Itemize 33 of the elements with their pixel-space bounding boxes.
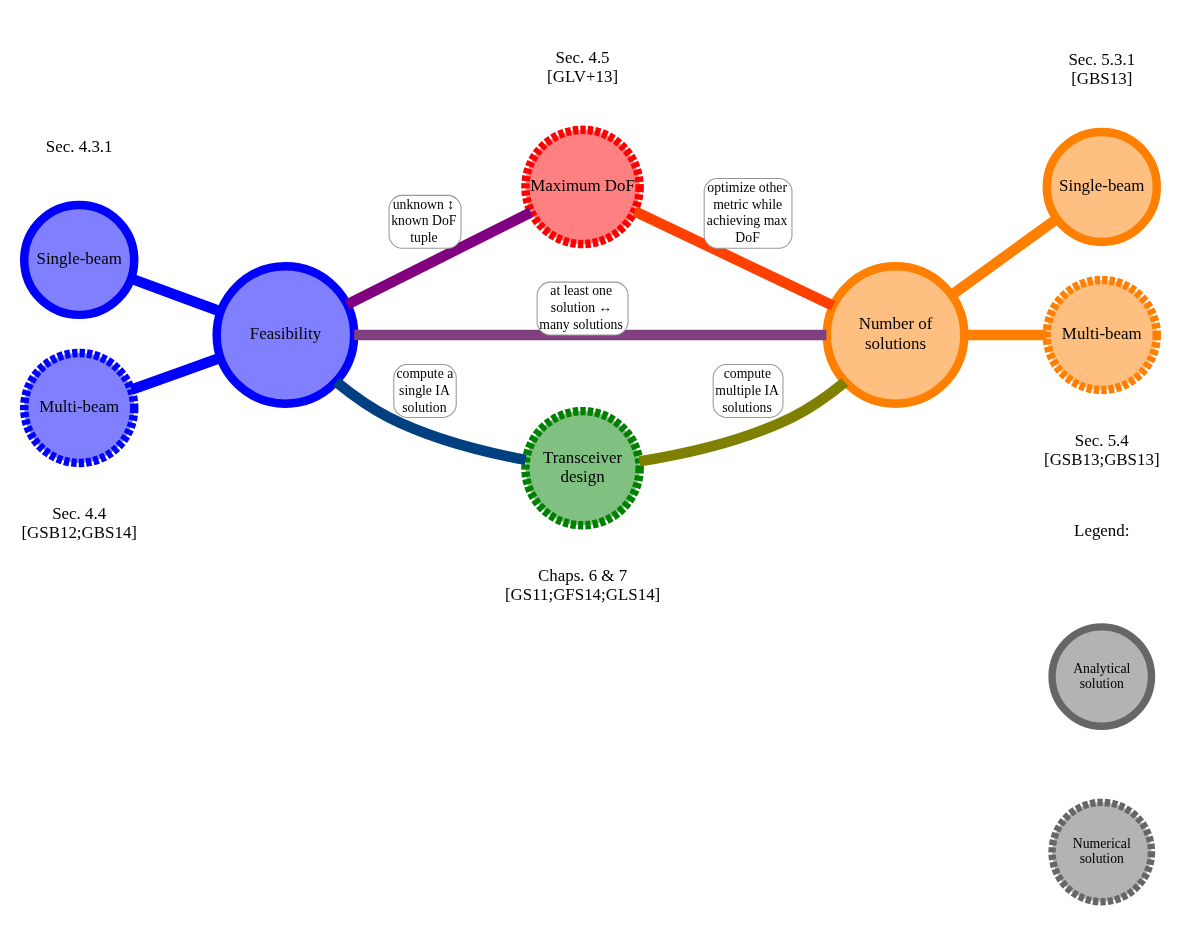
connector — [344, 207, 534, 310]
edge-label: unknown ↕ known DoF tuple — [391, 196, 457, 246]
legend-label: Numerical solution — [1072, 836, 1131, 867]
connector — [332, 377, 527, 466]
edge-label: at least one solution ↔ many solutions — [539, 283, 623, 333]
legend-label: Analytical solution — [1073, 660, 1131, 691]
node-label: Sec. 4.3.1 — [45, 136, 113, 156]
connector — [354, 329, 827, 341]
node-circle: Number of solutions — [822, 262, 969, 408]
connector — [948, 214, 1060, 300]
node-label: [GLV+13] — [547, 67, 619, 87]
node-circle: Maximum DoF — [521, 125, 644, 249]
node-circle: Transceiver design — [521, 406, 644, 530]
node-label: [GS11;GFS14;GLS14] — [504, 585, 661, 605]
node-label: Chaps. 6 & 7 — [537, 566, 628, 586]
edge-label: compute a single IA solution — [396, 365, 454, 415]
node-label: Sec. 5.3.1 — [1068, 50, 1136, 70]
node-circle: Multi-beam — [1042, 275, 1161, 395]
node-circle: Single-beam — [20, 200, 139, 320]
connector — [632, 206, 836, 311]
node-label: Sec. 4.5 — [555, 48, 610, 67]
node-circle: Single-beam — [1042, 127, 1161, 247]
edge-label: compute multiple IA solutions — [715, 365, 779, 415]
edge-label: optimize other metric while achieving max DoF — [706, 179, 788, 246]
node-label: [GSB13;GBS13] — [1044, 449, 1160, 469]
node-label: Sec. 4.4 — [52, 503, 107, 523]
node-circle: Multi-beam — [20, 348, 139, 468]
label: Legend: — [1074, 520, 1130, 540]
connector — [638, 378, 849, 467]
node-label: [GBS13] — [1071, 69, 1133, 89]
node-label: [GSB12;GBS14] — [21, 522, 137, 542]
node-label: Sec. 5.4 — [1074, 430, 1129, 450]
node-circle: Feasibility — [212, 262, 359, 408]
